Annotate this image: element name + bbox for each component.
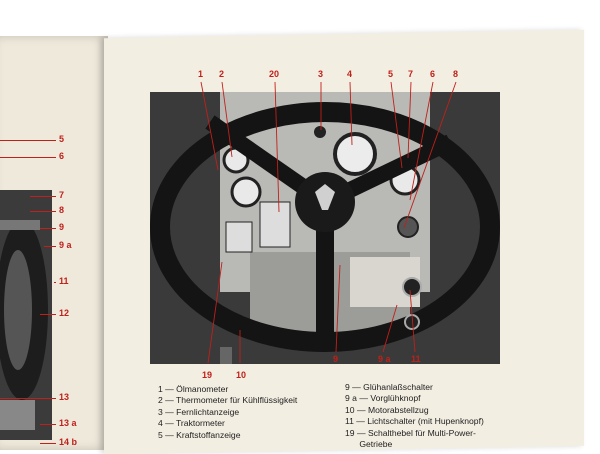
bottom-label: 9 a: [378, 354, 391, 364]
legend-row: 19 — Schalthebel für Multi-Power-: [345, 427, 476, 438]
top-label: 1: [198, 69, 204, 79]
left-label-tick: [44, 246, 56, 247]
dashboard-photo: [150, 92, 500, 364]
left-label: 13 a: [59, 418, 77, 428]
left-label: 11: [59, 276, 69, 286]
left-label-tick: [40, 228, 56, 229]
left-label-tick: [0, 140, 56, 141]
left-label-tick: [0, 398, 56, 399]
legend-row: 5 — Kraftstoffanzeige: [158, 429, 241, 440]
legend-row: 11 — Lichtschalter (mit Hupenknopf): [345, 416, 484, 427]
left-label-tick: [54, 282, 56, 283]
top-label: 8: [453, 69, 459, 79]
left-label: 8: [59, 205, 65, 215]
top-label: 4: [347, 69, 353, 79]
left-label-tick: [0, 157, 56, 158]
bottom-label: 9: [333, 354, 339, 364]
top-label: 3: [318, 69, 324, 79]
legend-row: 10 — Motorabstellzug: [345, 404, 429, 415]
legend-row: 9 a — Vorglühknopf: [345, 393, 421, 404]
legend-right: 9 — Glühanlaßschalter 9 a — Vorglühknopf…: [345, 382, 484, 450]
left-label: 13: [59, 392, 70, 402]
legend-row: 4 — Traktormeter: [158, 418, 225, 429]
top-label: 5: [388, 69, 394, 79]
left-label-tick: [30, 211, 56, 212]
left-label: 5: [59, 134, 65, 144]
left-label-tick: [30, 196, 56, 197]
legend-row: Getriebe: [359, 439, 393, 450]
left-label-tick: [40, 424, 56, 425]
legend-row: 2 — Thermometer für Kühlflüssigkeit: [158, 395, 298, 406]
left-label-tick: [40, 314, 56, 315]
left-label: 9: [59, 222, 65, 232]
legend-row: 3 — Fernlichtanzeige: [158, 406, 240, 417]
top-label: 6: [430, 69, 436, 79]
legend-row: 9 — Glühanlaßschalter: [345, 382, 433, 392]
bottom-label: 19: [202, 370, 213, 380]
left-label: 9 a: [59, 240, 72, 250]
left-label-tick: [40, 443, 56, 444]
top-label: 20: [269, 69, 280, 79]
bottom-label: 11: [411, 354, 421, 364]
left-label: 7: [59, 190, 65, 200]
left-label: 6: [59, 151, 65, 161]
legend-row: 1 — Ölmanometer: [158, 384, 229, 394]
bottom-label: 10: [236, 370, 247, 380]
top-label: 7: [408, 69, 414, 79]
left-label: 12: [59, 308, 70, 318]
left-photo: [0, 190, 52, 440]
left-label: 14 b: [59, 437, 78, 447]
legend-left: 1 — Ölmanometer 2 — Thermometer für Kühl…: [158, 384, 297, 441]
top-label: 2: [219, 69, 225, 79]
